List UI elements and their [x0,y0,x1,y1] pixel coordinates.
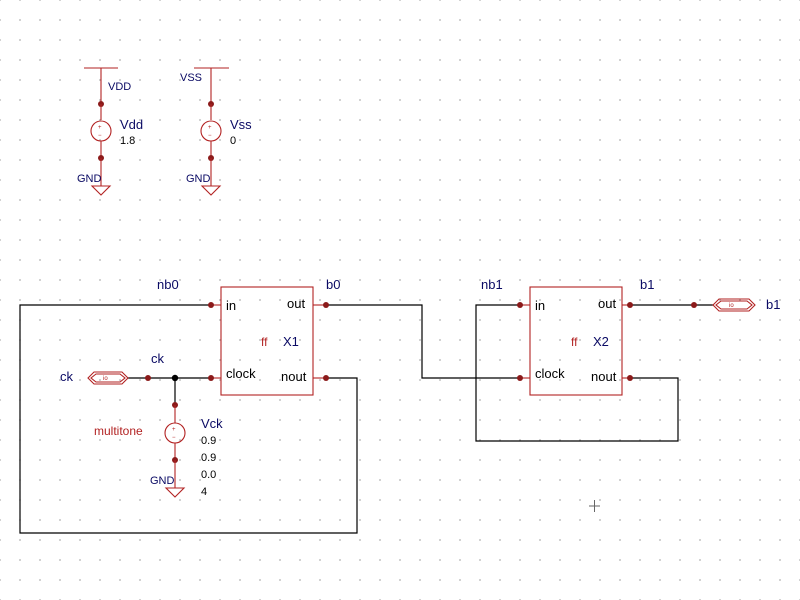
vdd-source[interactable]: VDD + − GND Vdd 1.8 [77,67,143,196]
vss-rail-label: VSS [180,72,202,84]
wire-b0[interactable] [326,304,520,379]
port-ck-label: ck [60,369,74,384]
svg-text:−: − [172,435,176,441]
vss-gnd-label: GND [186,173,211,185]
ff-x2-pin-nout[interactable] [627,375,633,381]
ff-x2-body [529,286,623,396]
vck-type-label: multitone [94,424,143,438]
vck-param: 4 [201,486,207,498]
vck-source[interactable]: + − GND multitone Vck 0.9 0.9 0.0 4 [94,402,223,498]
net-label-nb0: nb0 [157,277,179,292]
ground-icon [164,487,186,498]
ground-icon [90,185,112,196]
ff-x1-label-out: out [287,296,305,311]
port-ck-pin[interactable] [145,375,151,381]
vdd-rail-label: VDD [108,81,131,93]
ff-x1-label-nout: nout [281,369,307,384]
net-label-ck: ck [151,351,165,366]
io-port-icon [87,371,129,385]
svg-text:+: + [172,427,176,433]
ff-x1-name: X1 [283,334,299,349]
vck-param: 0.9 [201,452,216,464]
vss-source-name: Vss [230,117,252,132]
port-b1-tag: io [729,303,734,309]
ff-x2-name: X2 [593,334,609,349]
vdd-source-name: Vdd [120,117,143,132]
ff-x2-label-nout: nout [591,369,617,384]
vck-gnd-label: GND [150,475,175,487]
ff-x1-pin-out[interactable] [323,302,329,308]
ff-x2-pin-in[interactable] [517,302,523,308]
vss-source[interactable]: VSS + − GND Vss 0 [180,67,252,196]
port-b1[interactable]: io b1 [691,297,780,312]
wire-nb0-loop[interactable] [19,304,358,534]
io-port-icon [712,298,756,312]
vck-source-name: Vck [201,416,223,431]
svg-text:+: + [208,125,212,131]
junction-dot [171,374,179,382]
vdd-source-value: 1.8 [120,135,135,147]
ff-x2-label-clock: clock [535,366,565,381]
net-label-b0: b0 [326,277,340,292]
ff-x1-type: ff [261,335,268,349]
port-ck-tag: io [103,376,108,382]
ff-x2-pin-out[interactable] [627,302,633,308]
ff-x1-label-in: in [226,298,236,313]
vck-param: 0.0 [201,469,216,481]
vss-source-value: 0 [230,135,236,147]
ff-x1-pin-clock[interactable] [208,375,214,381]
ff-instance-x1[interactable]: in clock out nout ff X1 [208,286,329,396]
ff-x2-label-out: out [598,296,616,311]
ff-x1-pin-nout[interactable] [323,375,329,381]
wire-nb1-loop[interactable] [475,304,679,442]
svg-text:−: − [208,133,212,139]
svg-text:+: + [98,125,102,131]
ground-icon [200,185,222,196]
ff-x1-label-clock: clock [226,366,256,381]
port-b1-label: b1 [766,297,780,312]
port-b1-pin[interactable] [691,302,697,308]
vdd-gnd-label: GND [77,173,102,185]
ff-instance-x2[interactable]: in clock out nout ff X2 [517,286,633,396]
crosshair-cursor-icon [589,500,600,512]
vck-param: 0.9 [201,435,216,447]
svg-text:−: − [98,133,102,139]
net-label-nb1: nb1 [481,277,503,292]
ff-x1-pin-in[interactable] [208,302,214,308]
port-ck[interactable]: ck io [60,369,151,385]
ff-x1-body [220,286,314,396]
wires [19,304,713,534]
net-label-b1: b1 [640,277,654,292]
ff-x2-label-in: in [535,298,545,313]
ff-x2-type: ff [571,335,578,349]
ff-x2-pin-clock[interactable] [517,375,523,381]
